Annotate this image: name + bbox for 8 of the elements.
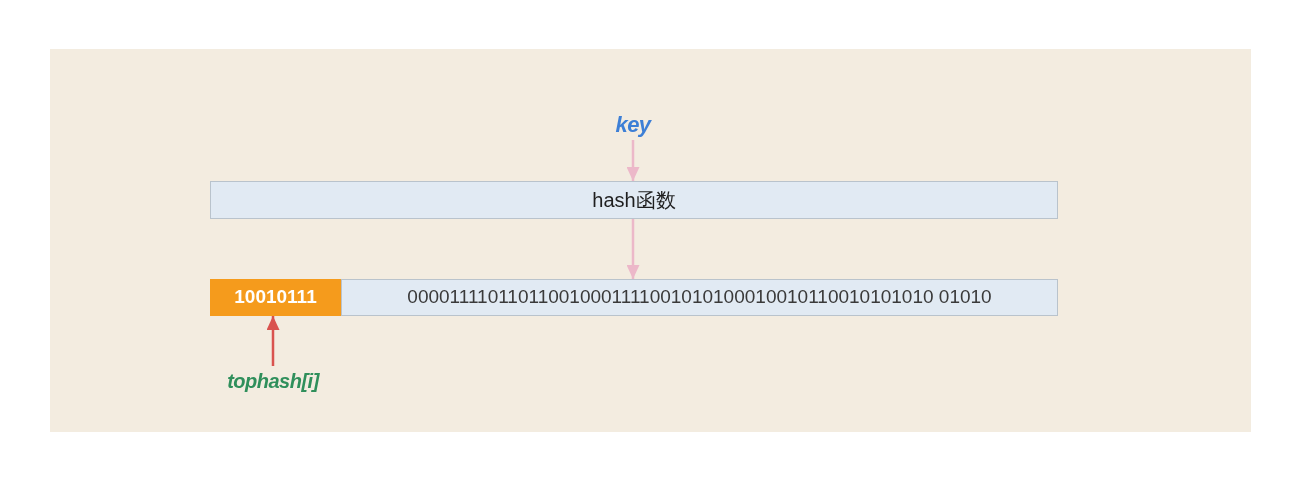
arrow xyxy=(266,316,280,366)
hash-value-bar: 000011110110110010001111001010100010010110010101010 01010 xyxy=(341,279,1058,316)
key-label: key xyxy=(603,110,663,140)
hash-function-box: hash函数 xyxy=(210,181,1058,219)
arrow xyxy=(626,219,640,279)
top-bits-segment: 10010111 xyxy=(210,279,341,316)
arrow xyxy=(626,140,640,181)
tophash-label: tophash[i] xyxy=(216,366,330,396)
